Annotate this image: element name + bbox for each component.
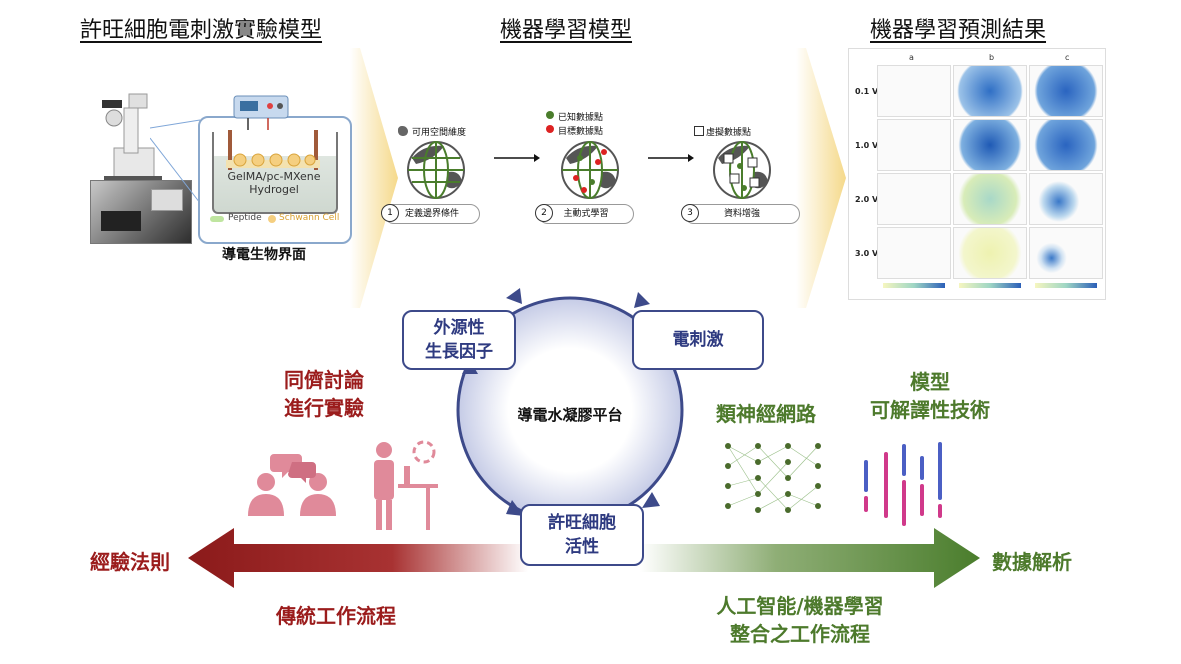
colorbar <box>883 283 945 288</box>
legend-schwann: Schwann Cell <box>279 213 340 223</box>
legend-known: 已知數據點 <box>558 113 604 123</box>
row-label-1: 1.0 V <box>855 141 879 150</box>
schwann-activity-box: 許旺細胞 活性 <box>520 504 644 566</box>
results-grid: a b c 0.1 V 1.0 V 2.0 V 3.0 V <box>848 48 1106 300</box>
row-label-3: 3.0 V <box>855 249 879 258</box>
step-2-number: 2 <box>535 204 553 222</box>
stim-label: 電刺激 <box>672 330 724 350</box>
target-point-marker <box>546 125 554 133</box>
result-cell <box>953 119 1027 171</box>
hydrogel-line1: GelMA/pc-MXene <box>227 170 321 183</box>
schwann-swatch <box>268 215 276 223</box>
step-1-number: 1 <box>381 204 399 222</box>
hydrogel-label: GelMA/pc-MXene Hydrogel <box>222 170 326 196</box>
callout-lines <box>150 119 201 204</box>
row-label-2: 2.0 V <box>855 195 879 204</box>
chevron-arrow-2 <box>796 48 846 308</box>
experience-rule-label: 經驗法則 <box>90 550 170 574</box>
globe-icon-2 <box>561 141 619 199</box>
step-2-box: 2 主動式學習 <box>535 204 634 224</box>
step-3-box: 3 資料增強 <box>681 204 800 224</box>
legend-peptide: Peptide <box>228 213 262 223</box>
cycle-center-label: 導電水凝膠平台 <box>517 406 623 424</box>
row-label-0: 0.1 V <box>855 87 879 96</box>
hydrogel-line2: Hydrogel <box>249 183 299 196</box>
electrode-left <box>228 130 232 170</box>
results-title: 機器學習預測結果 <box>870 18 1047 43</box>
result-cell <box>877 227 951 279</box>
result-cell <box>877 173 951 225</box>
growth-line2: 生長因子 <box>425 342 493 362</box>
feature-importance-icon <box>864 442 942 526</box>
arrow-right-icon-2 <box>648 154 694 162</box>
schwann-line1: 許旺細胞 <box>548 513 616 533</box>
globe-icon-1 <box>407 141 465 199</box>
peptide-swatch <box>210 216 224 222</box>
data-analysis-label: 數據解析 <box>992 550 1072 574</box>
legend-target: 目標數據點 <box>558 127 604 137</box>
result-cell <box>1029 119 1103 171</box>
col-label-b: b <box>989 53 995 62</box>
ai-arrow <box>640 528 980 588</box>
result-cell <box>877 65 951 117</box>
neural-network-label: 類神經網路 <box>716 402 816 426</box>
people-discussion-icon <box>248 454 336 516</box>
col-label-a: a <box>909 53 914 62</box>
known-point-marker <box>546 111 554 119</box>
step-1-label: 定義邊界條件 <box>404 209 459 219</box>
lab-photo <box>90 180 192 244</box>
globe-icon-3 <box>713 141 771 199</box>
result-cell <box>877 119 951 171</box>
growth-line1: 外源性 <box>433 318 485 338</box>
arrow-right-icon <box>494 154 540 162</box>
experiment-caption: 導電生物界面 <box>222 247 306 263</box>
colorbar <box>1035 283 1097 288</box>
result-cell <box>953 227 1027 279</box>
model-line2: 可解譯性技術 <box>870 398 990 422</box>
traditional-workflow-label: 傳統工作流程 <box>276 604 396 628</box>
model-label: 模型 可解譯性技術 <box>860 368 1000 424</box>
result-cell <box>1029 65 1103 117</box>
step-1-box: 1 定義邊界條件 <box>381 204 480 224</box>
ml-title: 機器學習模型 <box>500 18 633 43</box>
model-line1: 模型 <box>910 370 950 394</box>
legend-virtual: 虛擬數據點 <box>706 128 752 138</box>
power-supply-icon <box>233 95 289 130</box>
chevron-arrow-1 <box>350 48 398 308</box>
virtual-point-marker <box>694 126 704 136</box>
growth-factor-box: 外源性 生長因子 <box>402 310 516 370</box>
step-3-number: 3 <box>681 204 699 222</box>
result-cell <box>953 65 1027 117</box>
schwann-cells-row <box>226 153 320 168</box>
colorbar <box>959 283 1021 288</box>
electrode-right <box>314 130 318 170</box>
step-3-label: 資料增強 <box>723 209 760 219</box>
discussion-label: 同儕討論 進行實驗 <box>284 366 364 422</box>
discussion-line2: 進行實驗 <box>284 396 364 420</box>
legend-dimension: 可用空間維度 <box>412 128 467 138</box>
ai-workflow-line1: 人工智能/機器學習 <box>716 594 884 618</box>
result-cell <box>1029 173 1103 225</box>
col-label-c: c <box>1065 53 1070 62</box>
traditional-arrow <box>188 528 528 588</box>
discussion-line1: 同儕討論 <box>284 368 364 392</box>
step-2-label: 主動式學習 <box>563 209 609 219</box>
result-cell <box>953 173 1027 225</box>
ai-workflow-line2: 整合之工作流程 <box>730 622 870 646</box>
experiment-title: 許旺細胞電刺激實驗模型 <box>80 18 323 43</box>
schwann-line2: 活性 <box>565 537 599 557</box>
result-cell <box>1029 227 1103 279</box>
ai-workflow-label: 人工智能/機器學習 整合之工作流程 <box>690 592 910 648</box>
electrical-stimulation-box: 電刺激 <box>632 310 764 370</box>
dimension-marker-icon <box>398 126 408 136</box>
neural-network-icon <box>725 443 821 513</box>
lab-scientist-icon <box>374 440 438 530</box>
